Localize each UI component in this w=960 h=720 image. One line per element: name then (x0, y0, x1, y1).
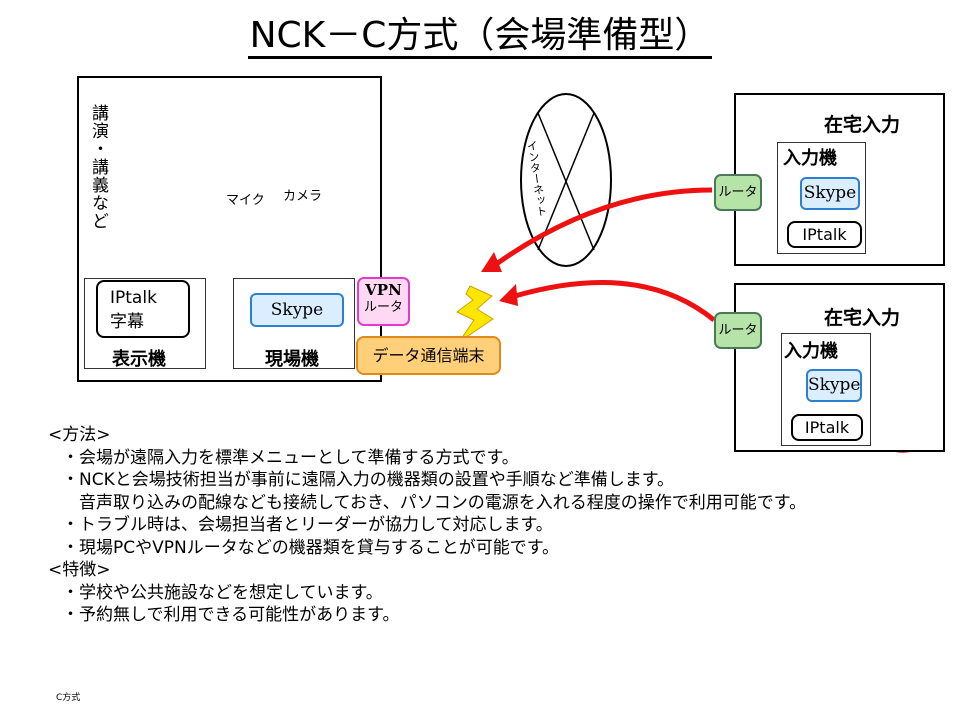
speaker-label: 講演・講義など (88, 104, 108, 230)
camera-label: カメラ (283, 189, 323, 204)
description: <方法> ・会場が遠隔入力を標準メニューとして準備する方式です。 ・NCKと会場… (48, 424, 806, 627)
remote-skype-1: Skype (800, 177, 860, 210)
footer-label: C方式 (56, 693, 81, 703)
input-machine-label-2: 入力機 (784, 341, 838, 362)
page-title: NCK－C方式（会場準備型） (0, 6, 960, 59)
method-heading: <方法> (48, 425, 111, 445)
method-line-3: 音声取り込みの配線なども接続しておき、パソコンの電源を入れる程度の操作で利用可能… (62, 492, 807, 513)
display-machine-label: 表示機 (112, 349, 166, 370)
remote-router-1: ルータ (714, 174, 762, 211)
remote-router-2: ルータ (714, 312, 762, 349)
site-skype: Skype (250, 293, 344, 327)
remote-iptalk-2: IPtalk (791, 414, 863, 441)
features-line-2: ・予約無しで利用できる可能性があります。 (62, 605, 400, 625)
remote-skype-2: Skype (806, 369, 862, 402)
method-line-5: ・現場PCやVPNルータなどの機器類を貸与することが可能です。 (62, 537, 560, 558)
arrow-top (493, 187, 713, 268)
method-line-1: ・会場が遠隔入力を標準メニューとして準備する方式です。 (62, 447, 519, 468)
features-heading: <特徴> (48, 560, 111, 580)
mic-label: マイク (226, 193, 265, 208)
vpn-label: VPN (365, 281, 402, 299)
site-machine-label: 現場機 (265, 349, 319, 370)
remote-iptalk-1: IPtalk (787, 221, 862, 248)
arrow-bottom (514, 280, 716, 322)
method-line-2: ・NCKと会場技術担当が事前に遠隔入力の機器類の設置や手順など準備します。 (62, 470, 675, 490)
display-iptalk: IPtalk (110, 288, 157, 308)
data-terminal: データ通信端末 (356, 336, 501, 375)
features-line-1: ・学校や公共施設などを想定しています。 (62, 582, 383, 603)
remote-title-1: 在宅入力 (824, 114, 901, 136)
remote-title-2: 在宅入力 (824, 307, 901, 329)
input-machine-label-1: 入力機 (783, 148, 837, 169)
display-subtitle: 字幕 (110, 312, 144, 332)
method-line-4: ・トラブル時は、会場担当者とリーダーが協力して対応します。 (62, 515, 553, 535)
lightning-icon (456, 285, 494, 343)
vpn-router: VPN ルータ (357, 277, 410, 326)
display-machine-screen: IPtalk 字幕 (96, 280, 190, 338)
vpn-router-label: ルータ (363, 300, 403, 315)
